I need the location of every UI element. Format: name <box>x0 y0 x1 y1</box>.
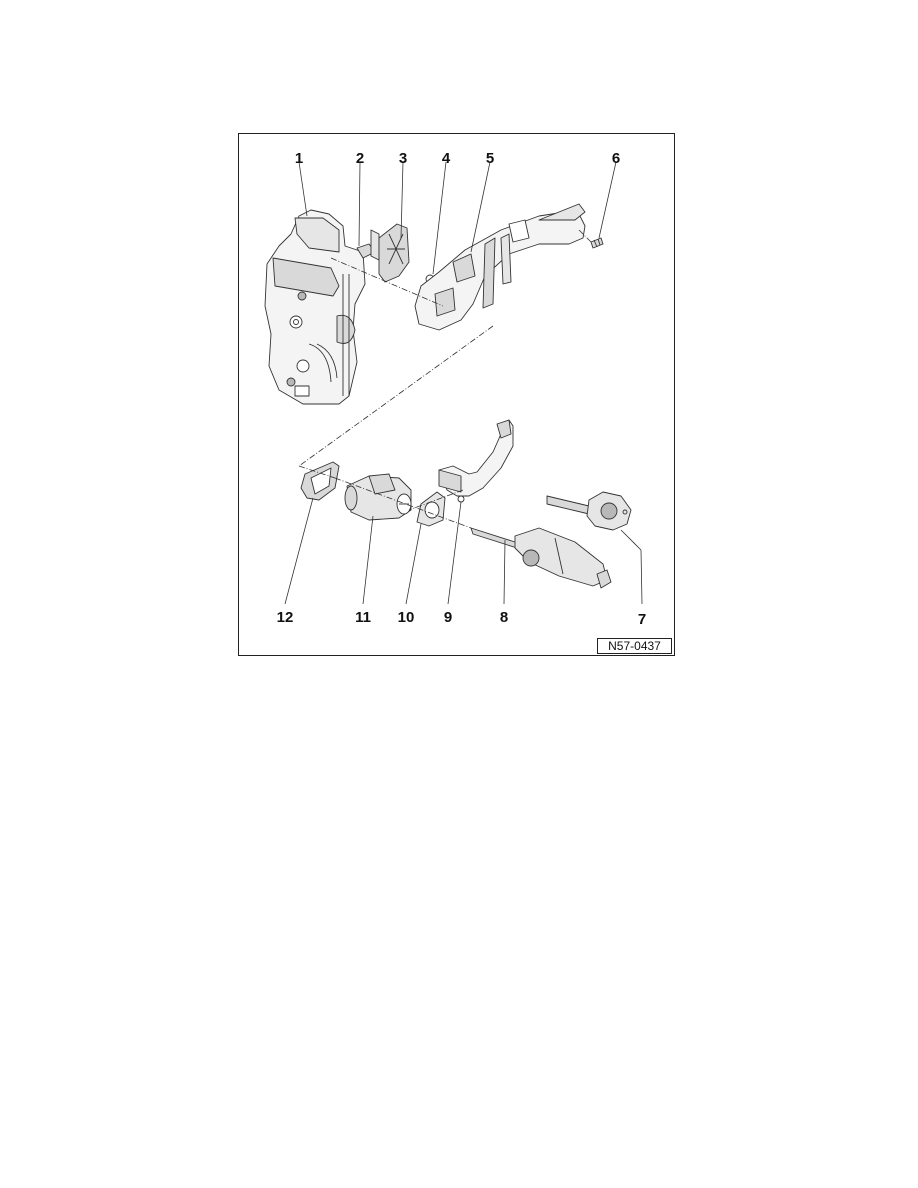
screw-icon <box>590 237 604 249</box>
callout-1: 1 <box>294 150 304 167</box>
callout-7: 7 <box>637 611 647 628</box>
callout-9: 9 <box>443 609 453 626</box>
callout-5: 5 <box>485 150 495 167</box>
figure-reference-code: N57-0437 <box>597 638 672 654</box>
lock-seal-icon <box>378 223 410 283</box>
lock-cylinder-icon <box>344 473 412 521</box>
callout-4: 4 <box>441 150 451 167</box>
alignment-lines <box>298 229 592 529</box>
callout-8: 8 <box>499 609 509 626</box>
callout-12: 12 <box>276 609 294 626</box>
exploded-view-illustration <box>264 161 643 605</box>
callout-11: 11 <box>355 609 371 626</box>
diagram-frame: 1 2 3 4 5 6 12 11 10 9 8 7 N57-0437 <box>238 133 675 656</box>
gasket-icon <box>416 491 446 527</box>
handle-bracket-icon <box>414 203 586 331</box>
cylinder-cap-icon <box>300 461 340 501</box>
callout-3: 3 <box>398 150 408 167</box>
master-key-icon <box>546 491 632 531</box>
door-lock-unit-icon <box>264 209 366 405</box>
leader-lines <box>284 161 643 605</box>
callout-10: 10 <box>397 609 415 626</box>
callout-6: 6 <box>611 150 621 167</box>
door-handle-icon <box>438 419 514 503</box>
remote-folding-key-icon <box>470 527 612 589</box>
callout-2: 2 <box>355 150 365 167</box>
cable-connector-icon <box>356 229 380 261</box>
